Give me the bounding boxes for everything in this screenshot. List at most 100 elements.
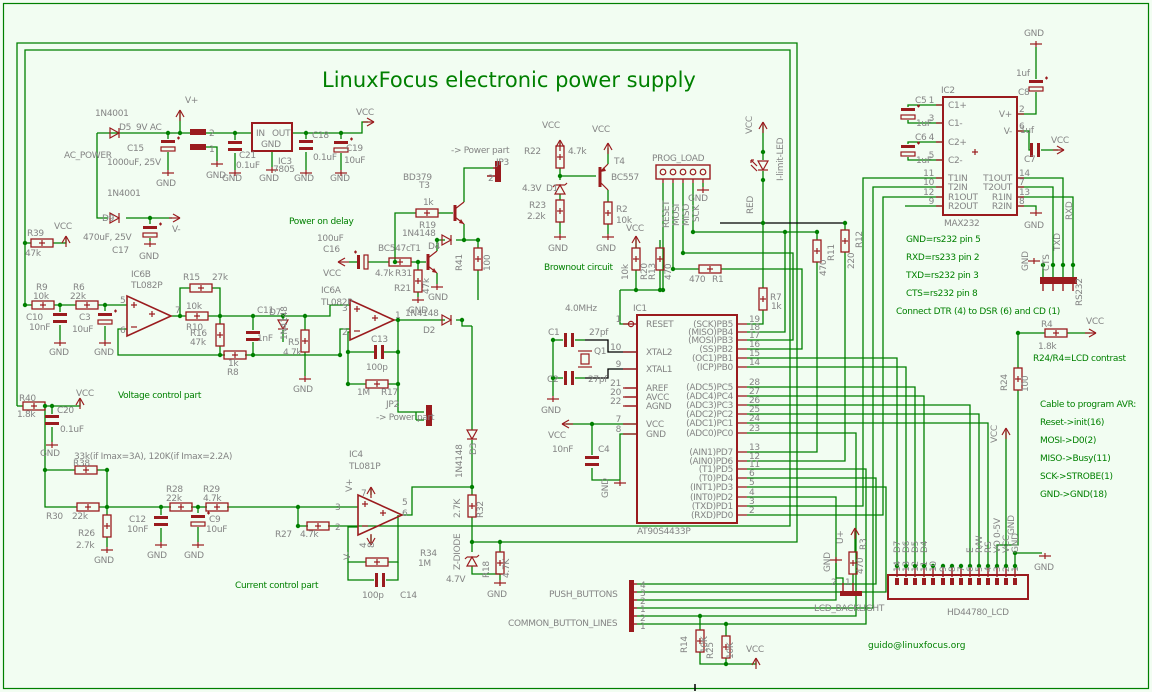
- schematic-label: AVCC: [646, 393, 669, 403]
- wire: [682, 183, 794, 341]
- ic-box: [636, 314, 738, 524]
- schematic-label: R26: [78, 529, 95, 539]
- junction-dot: [469, 539, 475, 545]
- resistor: [169, 502, 193, 512]
- schematic-label: 10k: [186, 302, 203, 312]
- schematic-label: VCC: [1051, 136, 1069, 146]
- resistor: [189, 283, 213, 293]
- junction-dot: [670, 266, 676, 272]
- schematic-label: T2OUT: [982, 183, 1013, 193]
- resistor: [415, 208, 439, 218]
- schematic-label: C4: [598, 445, 610, 455]
- schematic-label: D4: [920, 540, 930, 553]
- wire: [172, 213, 181, 219]
- transistor-pnp: [598, 167, 602, 187]
- diode: [465, 429, 479, 441]
- resistor: [76, 502, 100, 512]
- schematic-label: (MISO)PB4: [688, 328, 733, 338]
- schematic-label: R7: [770, 293, 781, 303]
- capacitor-polar: [363, 254, 369, 270]
- schematic-label: 22k: [72, 512, 89, 522]
- schematic-label: 7: [616, 415, 621, 425]
- junction-dot: [967, 563, 973, 569]
- schematic-label: RXD=rs233 pin 2: [906, 253, 979, 263]
- schematic-label: 12: [923, 188, 934, 198]
- schematic-label: D2: [423, 326, 435, 336]
- wire: [599, 181, 609, 191]
- schematic-label: C5: [915, 96, 926, 106]
- resistor: [603, 201, 613, 225]
- junction-dot: [338, 130, 344, 136]
- wire: [476, 554, 480, 558]
- schematic-label: GND: [261, 140, 281, 150]
- schematic-label: C1-: [948, 119, 962, 129]
- junction-dot: [434, 237, 440, 243]
- wire: [339, 328, 350, 355]
- junction-dot: [395, 381, 401, 387]
- schematic-label: GND: [646, 430, 666, 440]
- schematic-label: (INT1)PD3: [690, 483, 733, 493]
- resistor: [631, 247, 641, 271]
- junction-dots-layer: [22, 130, 1076, 667]
- schematic-label: GND: [688, 194, 708, 204]
- opamp: [126, 294, 173, 338]
- schematic-label: IC2: [941, 86, 955, 96]
- capacitor: [381, 345, 384, 359]
- resistor: [695, 629, 705, 653]
- schematic-label: MAX232: [944, 219, 979, 229]
- connector: [495, 161, 501, 182]
- schematic-label: 33k(if Imax=3A), 120K(if Imax=2.2A): [74, 452, 232, 462]
- wire: [1017, 196, 1074, 265]
- schematic-label: VCC: [746, 645, 764, 655]
- diode: [756, 160, 770, 172]
- schematic-label: C1+: [948, 101, 967, 111]
- schematic-label: RED: [746, 196, 756, 214]
- credit-email: guido@linuxfocus.org: [868, 641, 966, 651]
- schematic-label: V+: [999, 110, 1012, 120]
- schematic-label: 7805: [273, 165, 295, 175]
- capacitor-polar: [1028, 86, 1044, 92]
- schematic-label: C7: [1024, 155, 1035, 165]
- schematic-label: 12: [749, 452, 760, 462]
- capacitor: [299, 140, 313, 143]
- schematic-label: GND: [94, 556, 114, 566]
- schematic-label: R13: [648, 263, 658, 280]
- diode: [441, 233, 453, 247]
- schematic-label: 14: [893, 561, 903, 572]
- schematic-label: 10: [610, 343, 621, 353]
- wire: [747, 386, 916, 566]
- lcd-pad: [931, 578, 935, 585]
- schematic-label: GND: [222, 174, 242, 184]
- junction-dot: [217, 352, 223, 358]
- schematic-label: 10k: [621, 263, 631, 280]
- junction-dot: [930, 563, 936, 569]
- schematic-label: 6: [120, 326, 126, 336]
- schematic-label: 0.1uF: [236, 161, 260, 171]
- schematic-label: 1N4148: [280, 306, 290, 340]
- schematic-label: GND: [1024, 221, 1044, 231]
- schematic-label: 1uF: [916, 119, 932, 129]
- schematic-label: GND->GND(18): [1040, 490, 1107, 500]
- schematic-label: 10nF: [127, 525, 148, 535]
- wire: [366, 117, 375, 123]
- wire: [347, 562, 374, 581]
- schematic-label: D3: [469, 443, 479, 455]
- schematic-label: CTS: [1042, 254, 1052, 271]
- junction-dot: [337, 352, 343, 358]
- junction-dot: [680, 250, 686, 256]
- schematic-label: 18: [749, 323, 760, 333]
- wire: [292, 121, 368, 134]
- zener-diode: [553, 183, 567, 195]
- transistor-pnp: [600, 167, 606, 172]
- resistor: [467, 494, 477, 518]
- wire: [747, 262, 818, 453]
- junction-dot: [497, 539, 503, 545]
- wire: [635, 235, 641, 244]
- schematic-label: R28: [166, 485, 183, 495]
- schematic-label: 4.7k: [203, 494, 222, 504]
- schematic-label: RS: [984, 541, 994, 553]
- schematic-label: R4: [1041, 320, 1053, 330]
- schematic-label: IC4: [349, 450, 363, 460]
- junction-dot: [177, 313, 183, 319]
